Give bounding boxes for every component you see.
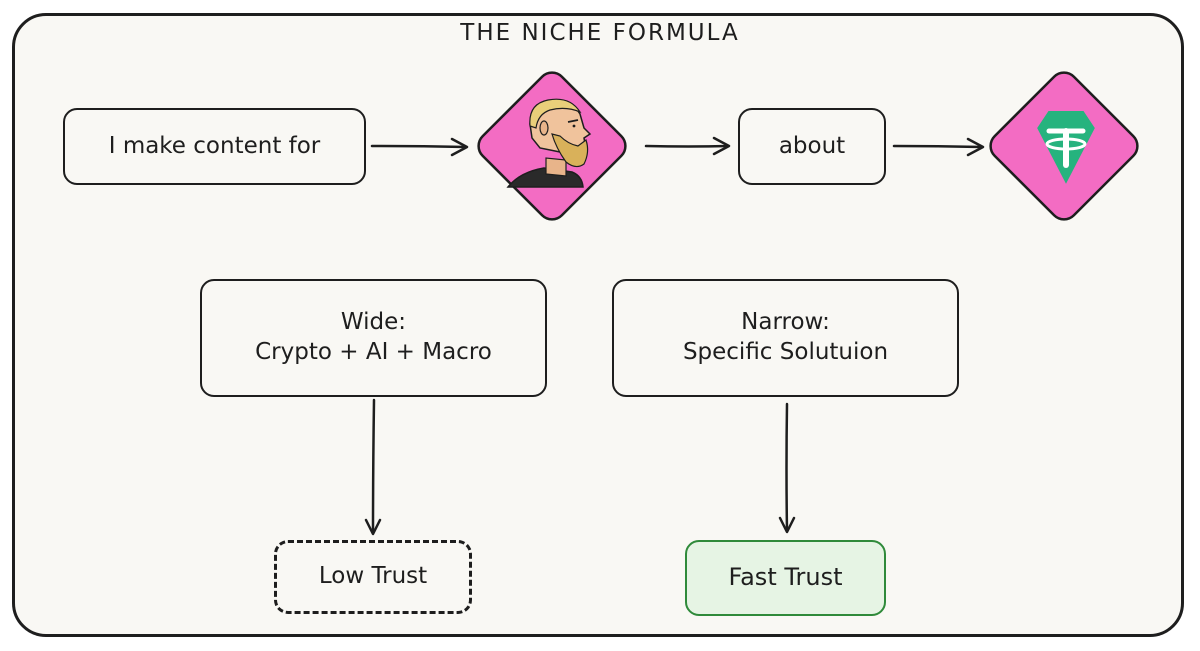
about-node-label: about xyxy=(778,132,846,159)
fast-trust-node: Fast Trust xyxy=(685,540,886,616)
wide-node: Wide: Crypto + AI + Macro xyxy=(200,279,547,397)
about-node: about xyxy=(738,108,886,185)
diagram-title: THE NICHE FORMULA xyxy=(460,20,740,46)
narrow-node-label: Narrow: xyxy=(741,309,830,336)
narrow-node-detail: Specific Solutuion xyxy=(682,339,889,365)
tether-logo-icon xyxy=(1034,109,1098,189)
topic-diamond xyxy=(989,71,1139,221)
intro-node-label: I make content for xyxy=(108,132,321,159)
fast-trust-label: Fast Trust xyxy=(728,563,843,592)
wide-node-detail: Crypto + AI + Macro xyxy=(255,339,492,365)
intro-node: I make content for xyxy=(63,108,366,185)
wide-node-label: Wide: xyxy=(340,309,407,336)
narrow-node: Narrow: Specific Solutuion xyxy=(612,279,959,397)
arrow-about-to-topic xyxy=(892,137,985,157)
low-trust-node: Low Trust xyxy=(274,540,472,614)
arrow-intro-to-audience xyxy=(370,137,469,157)
arrow-wide-to-low-trust xyxy=(364,398,382,536)
low-trust-label: Low Trust xyxy=(318,563,428,590)
bearded-chad-avatar-icon xyxy=(506,98,592,188)
audience-diamond xyxy=(477,71,627,221)
arrow-audience-to-about xyxy=(644,136,731,156)
arrow-narrow-to-fast-trust xyxy=(778,402,796,534)
